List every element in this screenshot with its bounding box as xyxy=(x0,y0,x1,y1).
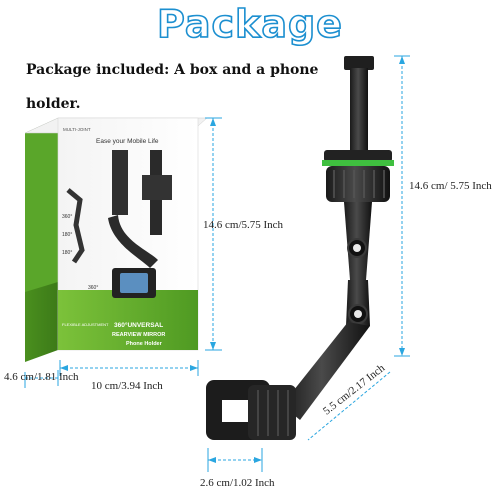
dim-box-depth: 4.6 cm/1.81 Inch xyxy=(4,371,79,383)
phone-holder xyxy=(206,56,394,440)
product-box: MULTI-JOINT Ease your Mobile Life 360° 1… xyxy=(24,117,208,362)
box-angle-3: 180° xyxy=(62,250,72,256)
caption-line-2: holder. xyxy=(26,96,81,112)
caption-line-1: Package included: A box and a phone xyxy=(26,62,319,78)
box-product-name-2: REARVIEW MIRROR xyxy=(112,332,165,338)
box-product-name-3: Phone Holder xyxy=(126,341,163,347)
box-product-name-1: 360°UNVERSAL xyxy=(114,321,163,329)
box-angle-1: 360° xyxy=(62,214,72,220)
page-title: Package xyxy=(156,1,343,47)
dim-box-width: 10 cm/3.94 Inch xyxy=(91,380,163,392)
dim-box-height: 14.6 cm/5.75 Inch xyxy=(203,219,284,231)
box-corner-label: MULTI-JOINT xyxy=(63,127,91,132)
box-angle-2: 180° xyxy=(62,232,72,238)
dim-holder-height: 14.6 cm/ 5.75 Inch xyxy=(409,180,492,192)
box-slogan: Ease your Mobile Life xyxy=(96,138,159,145)
box-bottom-left: FLEXIBLE ADJUSTMENT xyxy=(62,322,109,327)
box-angle-4: 360° xyxy=(88,285,98,291)
dim-holder-clip: 2.6 cm/1.02 Inch xyxy=(200,477,275,489)
